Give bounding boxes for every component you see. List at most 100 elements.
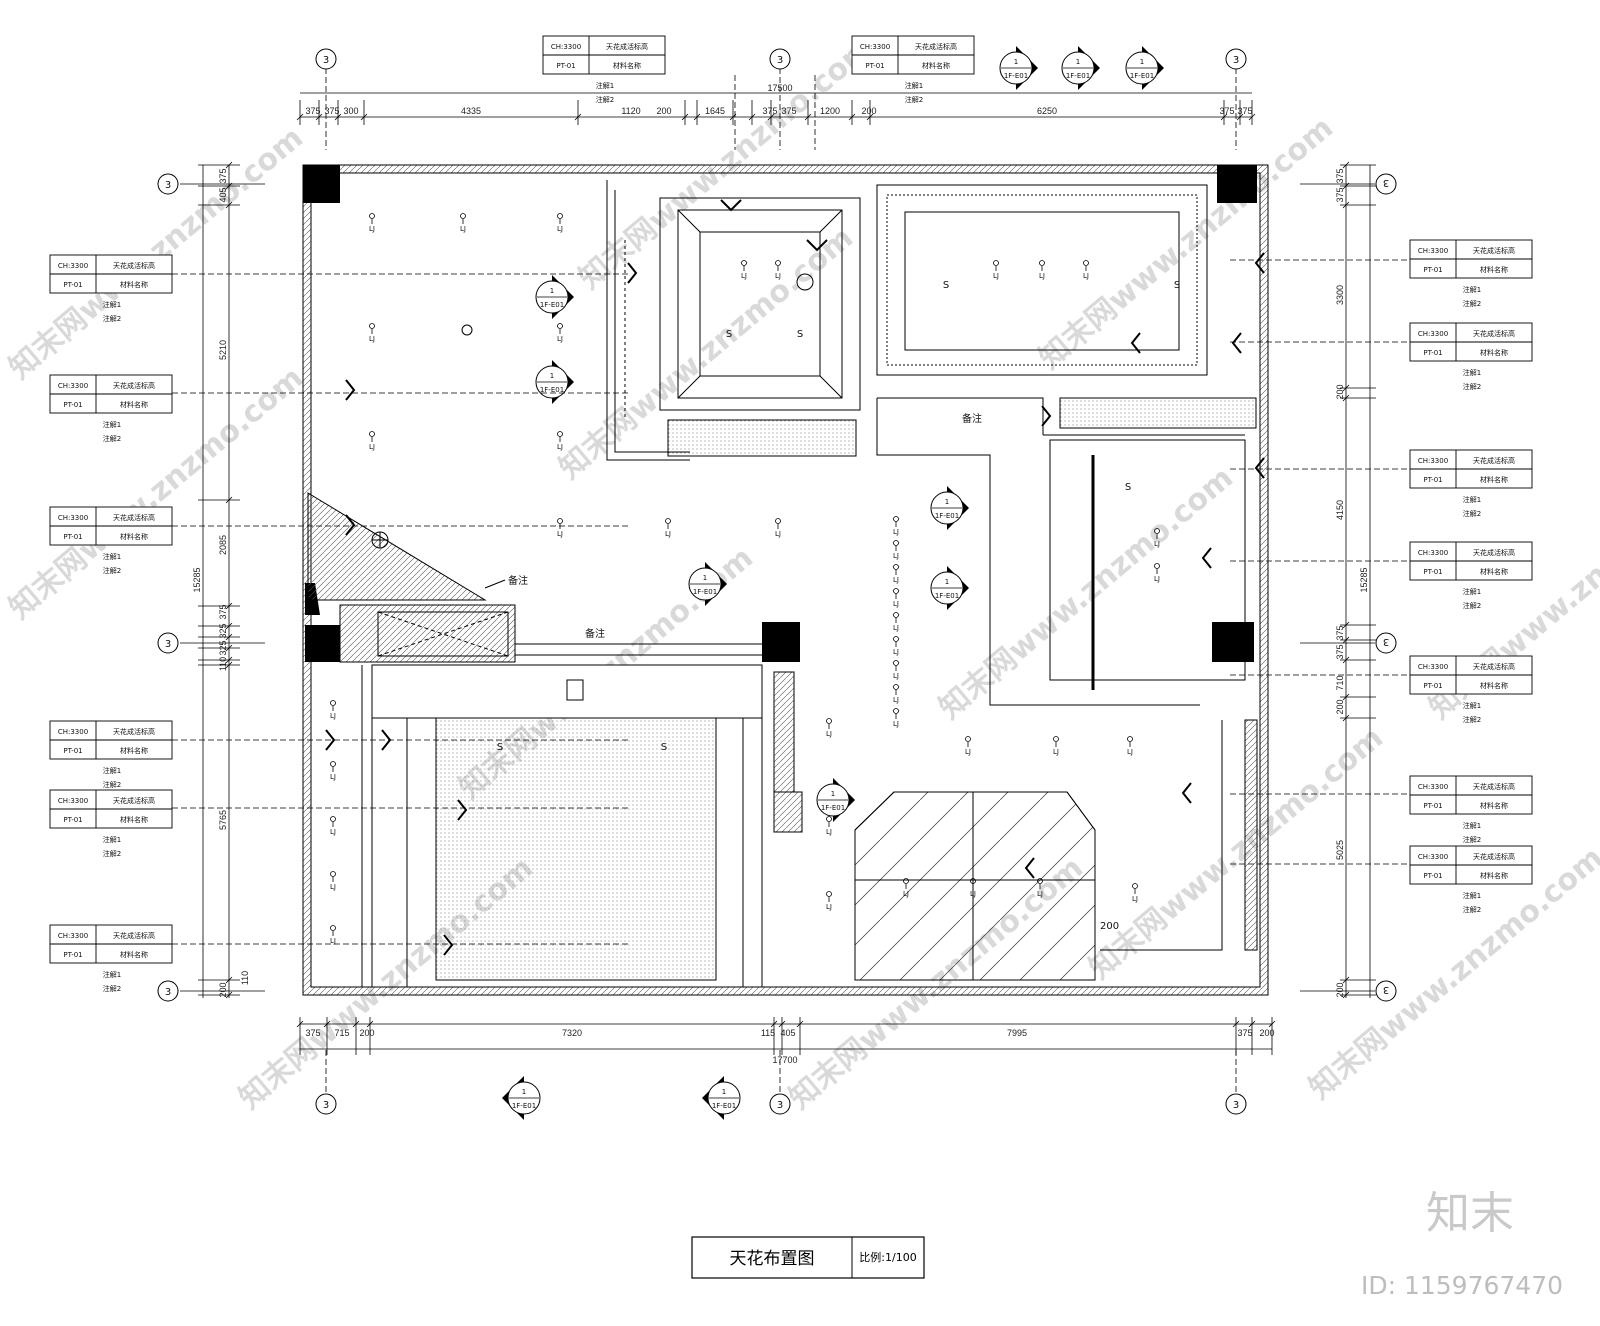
lamp-symbol: LJ <box>893 612 899 632</box>
lamp-label: LJ <box>369 335 375 343</box>
dim-text: 375 <box>762 106 777 116</box>
dim-text: 375 <box>218 604 228 619</box>
elevation-sheet: 1F-E01 <box>1066 72 1090 80</box>
material-code: PT-01 <box>865 62 884 70</box>
note-1: 注解1 <box>103 420 121 429</box>
lamp-label: LJ <box>1127 748 1133 756</box>
watermark: 知末网www.znzmo.com <box>1033 110 1340 376</box>
light-fixtures: LJ LJ LJ LJ LJ LJ LJ LJ LJ LJ LJ LJ LJ LJ LJ LJ LJ LJ LJ LJ… <box>330 213 1160 945</box>
lamp-symbol: LJ <box>1154 528 1160 548</box>
dim-text: 5025 <box>1335 840 1345 860</box>
lamp-label: LJ <box>741 272 747 280</box>
lamp-label: LJ <box>893 576 899 584</box>
elevation-symbol: 11F-E01 <box>502 1076 541 1120</box>
lamp-label: LJ <box>893 648 899 656</box>
lamp-label: LJ <box>1154 575 1160 583</box>
lamp-label: LJ <box>460 225 466 233</box>
dim-text: 375 <box>1237 1028 1252 1038</box>
lamp-label: LJ <box>893 624 899 632</box>
lamp-symbol: LJ <box>893 540 899 560</box>
dim-text: 375 <box>1335 187 1345 202</box>
dim-text: 375 <box>1335 644 1345 659</box>
dim-200-label: 200 <box>1100 921 1119 932</box>
dim-text: 200 <box>359 1028 374 1038</box>
grid-axis-bubbles: 3 3 3 3 3 3 3 3 3 3 3 3 <box>157 48 1397 1115</box>
ceiling-height: CH:3300 <box>1418 663 1448 671</box>
ceiling-height-note: 天花成活标高 <box>113 381 155 390</box>
material-name: 材料名称 <box>1480 265 1508 274</box>
material-name: 材料名称 <box>1480 871 1508 880</box>
svg-text:3: 3 <box>323 55 329 66</box>
dim-text: 200 <box>1335 982 1345 997</box>
lamp-symbol: LJ <box>893 636 899 656</box>
column <box>1217 165 1257 203</box>
material-code: PT-01 <box>556 62 575 70</box>
note-2: 注解2 <box>596 95 614 104</box>
lamp-label: LJ <box>893 720 899 728</box>
material-name: 材料名称 <box>120 400 148 409</box>
lamp-label: LJ <box>557 335 563 343</box>
dim-text: 200 <box>1335 699 1345 714</box>
elevation-sheet: 1F-E01 <box>821 804 845 812</box>
ceiling-height: CH:3300 <box>58 932 88 940</box>
dim-text: 200 <box>218 982 228 997</box>
ceiling-height-note: 天花成活标高 <box>1473 329 1515 338</box>
watermark: 知末网www.znzmo.com <box>3 120 310 386</box>
dim-text: 375 <box>1237 106 1252 116</box>
lamp-symbol: LJ <box>369 431 375 451</box>
svg-text:3: 3 <box>323 1100 329 1111</box>
dim-text: 7320 <box>562 1028 582 1038</box>
lamp-label: LJ <box>1053 748 1059 756</box>
bottom-dimensions: 375 715 200 7320 115 405 7995 375 200 17… <box>305 1028 1274 1065</box>
elevation-number: 1 <box>831 790 835 798</box>
ceiling-height-note: 天花成活标高 <box>113 261 155 270</box>
sensor-symbols: S S S S S S S <box>371 273 1180 753</box>
interior-walls <box>307 180 1258 988</box>
lamp-label: LJ <box>369 443 375 451</box>
lamp-label: LJ <box>970 890 976 898</box>
grid-bubble: 3 <box>769 1093 791 1115</box>
lamp-symbol: LJ <box>970 878 976 898</box>
lamp-symbol: LJ <box>330 871 336 891</box>
remark-leader-text: 备注 <box>508 574 528 587</box>
note-1: 注解1 <box>1463 285 1481 294</box>
material-name: 材料名称 <box>120 950 148 959</box>
ceiling-height: CH:3300 <box>58 382 88 390</box>
dim-text: 110 <box>240 971 250 985</box>
lamp-symbol: LJ <box>893 516 899 536</box>
dim-text: 200 <box>1259 1028 1274 1038</box>
ceiling-height-note: 天花成活标高 <box>606 42 648 51</box>
note-1: 注解1 <box>103 835 121 844</box>
building-walls <box>302 164 1269 996</box>
column <box>303 165 340 203</box>
watermark: 知末网www.znzmo.com <box>933 460 1240 726</box>
note-2: 注解2 <box>103 780 121 789</box>
dim-text: 1645 <box>705 106 725 116</box>
lamp-symbol: LJ <box>965 736 971 756</box>
dim-text: 300 <box>343 106 358 116</box>
lamp-label: LJ <box>893 696 899 704</box>
elevation-symbol: 11F-E01 <box>1061 46 1100 90</box>
elevation-number: 1 <box>550 287 554 295</box>
ceiling-height: CH:3300 <box>551 43 581 51</box>
lamp-symbol: LJ <box>369 213 375 233</box>
elevation-symbol: 11F-E01 <box>930 566 969 610</box>
material-name: 材料名称 <box>1480 801 1508 810</box>
lamp-symbol: LJ <box>369 323 375 343</box>
lamp-label: LJ <box>903 890 909 898</box>
dim-text: 1200 <box>820 106 840 116</box>
lamp-label: LJ <box>330 937 336 945</box>
ceiling-height-note: 天花成活标高 <box>1473 246 1515 255</box>
lamp-symbol: LJ <box>893 660 899 680</box>
title-block: 天花布置图 比例:1/100 <box>691 1236 925 1279</box>
lamp-symbol: LJ <box>557 213 563 233</box>
material-code: PT-01 <box>63 281 82 289</box>
ceiling-height: CH:3300 <box>58 514 88 522</box>
dim-total-top: 17500 <box>767 83 792 93</box>
